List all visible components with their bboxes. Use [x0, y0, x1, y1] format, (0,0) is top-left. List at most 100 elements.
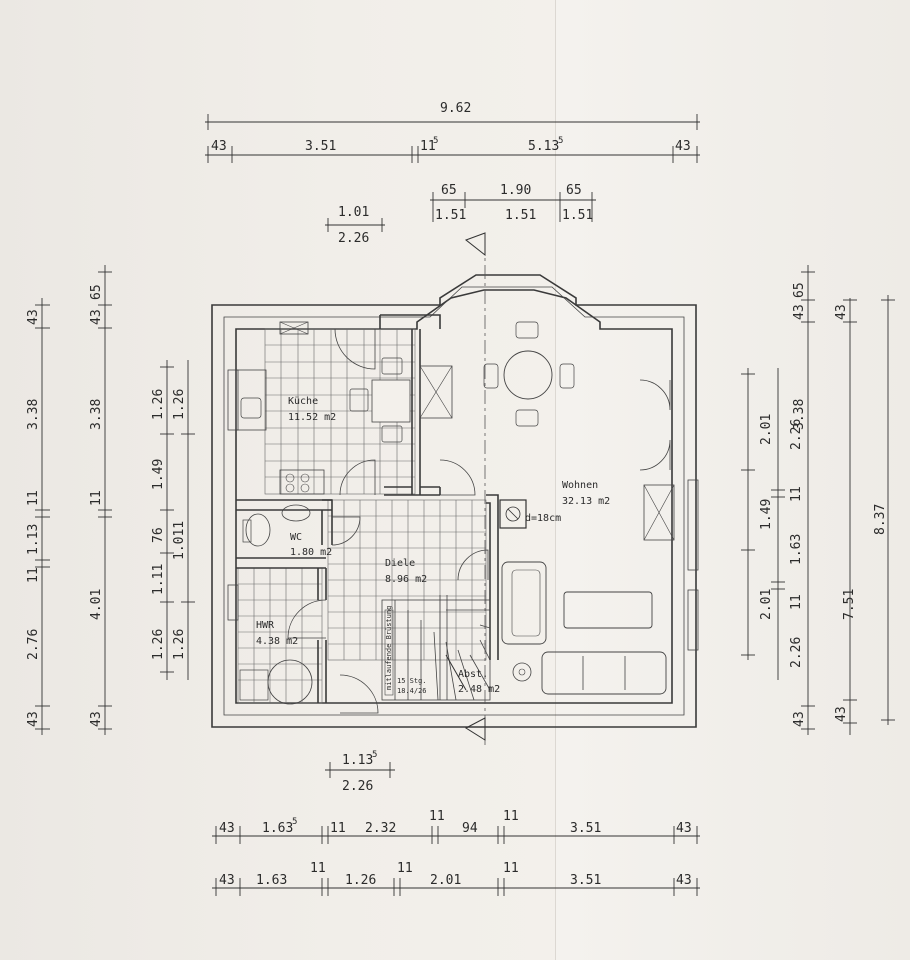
dim-left-11-b: 11 [26, 567, 41, 583]
dim-bay-151-b: 1.51 [505, 208, 536, 223]
dim-mid-43: 43 [89, 309, 104, 325]
dim-inner-126-b: 1.26 [151, 629, 166, 660]
dim-right-149: 1.49 [759, 499, 774, 530]
dim-bay-151-a: 1.51 [435, 208, 466, 223]
dim-left-113: 1.13 [26, 524, 41, 555]
dim-b1-94: 94 [462, 821, 478, 836]
dim-inner-149: 1.49 [151, 459, 166, 490]
dim-mid-401: 4.01 [89, 589, 104, 620]
top-dimensions: 9.62 43 3.51 11 5 5.13 5 43 65 1.90 65 1… [205, 101, 700, 246]
dim-far-43-top: 43 [834, 304, 849, 320]
staircase: mitlaufende Brüstung 15 Stg. 18.4/26 [381, 595, 491, 701]
room-kueche-name: Küche [288, 396, 318, 407]
windows [227, 321, 699, 651]
dim-b2-201: 2.01 [430, 873, 461, 888]
left-dimensions: 43 3.38 11 1.13 11 2.76 43 43 65 3.38 11… [26, 265, 195, 735]
dim-top-11: 11 [420, 139, 436, 154]
stair-ratio-label: 18.4/26 [397, 687, 427, 695]
dim-left-276: 2.76 [26, 629, 41, 660]
dim-b2-126: 1.26 [345, 873, 376, 888]
dim-top-43-right: 43 [675, 139, 691, 154]
paper-sheet-right [555, 0, 910, 960]
room-abst-name: Abst. [458, 669, 488, 680]
room-labels: Küche 11.52 m2 WC 1.80 m2 Diele 8.96 m2 … [256, 396, 610, 695]
dim-right-43-top: 43 [792, 304, 807, 320]
chimney-label: d=18cm [525, 513, 561, 524]
dim-mid-65: 65 [89, 284, 104, 300]
room-hwr-name: HWR [256, 620, 275, 631]
dim-b1-11-a: 11 [330, 821, 346, 836]
sanitary-fixtures [239, 504, 313, 705]
dim-inner-111: 1.11 [151, 564, 166, 595]
dim-inner-126-a: 1.26 [151, 389, 166, 420]
stair-steps-label: 15 Stg. [397, 677, 427, 685]
doors [287, 328, 671, 714]
dim-b1-351: 3.51 [570, 821, 601, 836]
living-furniture: d=18cm [419, 232, 675, 745]
room-wohnen-name: Wohnen [562, 480, 598, 491]
kitchen-furniture [235, 357, 411, 495]
dim-b2-43-right: 43 [676, 873, 692, 888]
stair-railing-label: mitlaufende Brüstung [385, 606, 393, 690]
room-diele-name: Diele [385, 558, 415, 569]
dim-bay-65-left: 65 [441, 183, 457, 198]
room-kueche-area: 11.52 m2 [288, 412, 336, 423]
dim-door-113-sup: 5 [372, 750, 377, 760]
dim-left-338: 3.38 [26, 399, 41, 430]
dim-inner-76: 76 [151, 527, 166, 543]
dim-b1-43-left: 43 [219, 821, 235, 836]
dim-inner2-126-a: 1.26 [172, 389, 187, 420]
dim-b1-43-right: 43 [676, 821, 692, 836]
dim-top-43-left: 43 [211, 139, 227, 154]
dim-b2-163: 1.63 [256, 873, 287, 888]
dim-right-201-b: 2.01 [759, 589, 774, 620]
dim-b1-232: 2.32 [365, 821, 396, 836]
dim-b1-163: 1.63 [262, 821, 293, 836]
dim-right-201-a: 2.01 [759, 414, 774, 445]
dim-inner2-126-b: 1.26 [172, 629, 187, 660]
dim-right-226-a: 2.26 [789, 419, 804, 450]
dim-bay-190: 1.90 [500, 183, 531, 198]
room-wc-name: WC [290, 532, 302, 543]
room-abst-area: 2.48 m2 [458, 684, 500, 695]
dim-far-837: 8.37 [873, 504, 888, 535]
hall-tiles [327, 499, 487, 661]
dim-left-43-bottom: 43 [26, 711, 41, 727]
dim-window-226: 2.26 [338, 231, 369, 246]
bottom-dimensions: 1.13 5 2.26 43 1.63 5 11 2.32 11 94 11 3… [212, 750, 700, 896]
dim-right-338: 3.38 [792, 399, 807, 430]
dim-right-43-bottom: 43 [792, 711, 807, 727]
room-wc-area: 1.80 m2 [290, 547, 332, 558]
dim-door-226: 2.26 [342, 779, 373, 794]
dim-b2-11-a: 11 [310, 861, 326, 876]
dim-right-65: 65 [792, 282, 807, 298]
dim-right-163: 1.63 [789, 534, 804, 565]
dim-left-11-a: 11 [26, 490, 41, 506]
room-hwr-area: 4.38 m2 [256, 636, 298, 647]
dim-mid-11: 11 [89, 490, 104, 506]
dim-b2-11-b: 11 [397, 861, 413, 876]
dim-inner2-1011: 1.011 [172, 521, 187, 560]
dim-far-43-bottom: 43 [834, 706, 849, 722]
dim-door-113: 1.13 [342, 753, 373, 768]
dim-mid-43-bottom: 43 [89, 711, 104, 727]
dim-b1-163-sup: 5 [292, 817, 297, 827]
dim-b1-11-b: 11 [429, 809, 445, 824]
right-dimensions: 2.01 1.49 2.01 2.26 11 1.63 11 2.26 43 6… [741, 265, 895, 735]
dim-top-513-sup: 5 [558, 136, 563, 146]
dim-b2-11-c: 11 [503, 861, 519, 876]
dim-top-513: 5.13 [528, 139, 559, 154]
dim-total-width: 9.62 [440, 101, 471, 116]
dim-top-11-sup: 5 [433, 136, 438, 146]
dim-left-43-top: 43 [26, 309, 41, 325]
room-diele-area: 8.96 m2 [385, 574, 427, 585]
paper-sheet-left [0, 0, 555, 960]
dim-window-101: 1.01 [338, 205, 369, 220]
dim-right-226-b: 2.26 [789, 637, 804, 668]
dim-mid-338: 3.38 [89, 399, 104, 430]
dim-bay-151-c: 1.51 [562, 208, 593, 223]
dim-top-351: 3.51 [305, 139, 336, 154]
dim-b1-11-c: 11 [503, 809, 519, 824]
exterior-walls [211, 274, 697, 728]
